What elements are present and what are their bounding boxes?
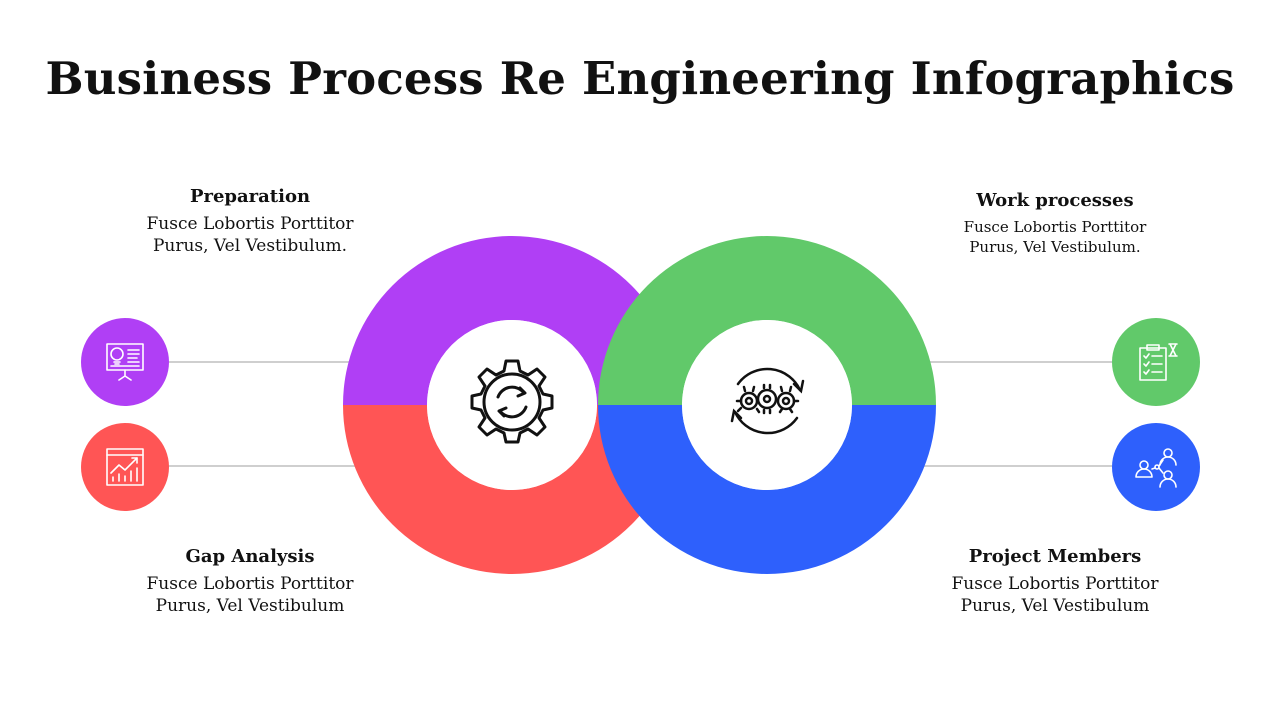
gap-analysis-icon-badge <box>81 423 169 511</box>
connector-line-preparation <box>168 361 358 363</box>
preparation-description-line-2: Purus, Vel Vestibulum. <box>152 236 348 256</box>
ring-segment-preparation <box>343 236 681 405</box>
gear-cycle-icon <box>470 359 554 444</box>
work-processes-description-line-2: Purus, Vel Vestibulum. <box>969 238 1141 256</box>
project-members-description-line-1: Fusce Lobortis Porttitor <box>951 574 1159 594</box>
gears-rotation-icon <box>730 367 805 435</box>
gap-analysis-description-line-1: Fusce Lobortis Porttitor <box>146 574 354 594</box>
gap-analysis-description-line-2: Purus, Vel Vestibulum <box>155 596 345 616</box>
project-members-block: Project Members Fusce Lobortis Porttitor… <box>905 546 1205 617</box>
preparation-heading: Preparation <box>189 186 311 207</box>
work-processes-icon-badge <box>1112 318 1200 406</box>
checklist-hourglass-icon <box>1139 343 1178 381</box>
preparation-description-line-1: Fusce Lobortis Porttitor <box>146 214 354 234</box>
work-processes-description-line-1: Fusce Lobortis Porttitor <box>963 218 1147 236</box>
ring-center-left <box>427 320 597 490</box>
work-processes-block: Work processes Fusce Lobortis Porttitor … <box>905 190 1205 257</box>
connector-line-project-members <box>920 465 1112 467</box>
project-members-description-line-2: Purus, Vel Vestibulum <box>960 596 1150 616</box>
preparation-icon-badge <box>81 318 169 406</box>
connector-line-gap-analysis <box>168 465 368 467</box>
growth-chart-icon <box>106 448 144 486</box>
connector-line-work-processes <box>920 361 1112 363</box>
work-processes-heading: Work processes <box>976 190 1134 211</box>
ring-segment-work-processes <box>598 236 936 405</box>
preparation-block: Preparation Fusce Lobortis Porttitor Pur… <box>100 186 400 257</box>
ring-segment-gap-analysis <box>343 405 681 574</box>
gap-analysis-heading: Gap Analysis <box>185 546 315 567</box>
team-network-icon <box>1135 448 1177 488</box>
project-members-heading: Project Members <box>968 546 1142 567</box>
page-title: Business Process Re Engineering Infograp… <box>45 52 1235 105</box>
idea-board-icon <box>106 343 144 381</box>
ring-segment-project-members <box>598 405 936 574</box>
project-members-icon-badge <box>1112 423 1200 511</box>
ring-center-right <box>682 320 852 490</box>
gap-analysis-block: Gap Analysis Fusce Lobortis Porttitor Pu… <box>100 546 400 617</box>
